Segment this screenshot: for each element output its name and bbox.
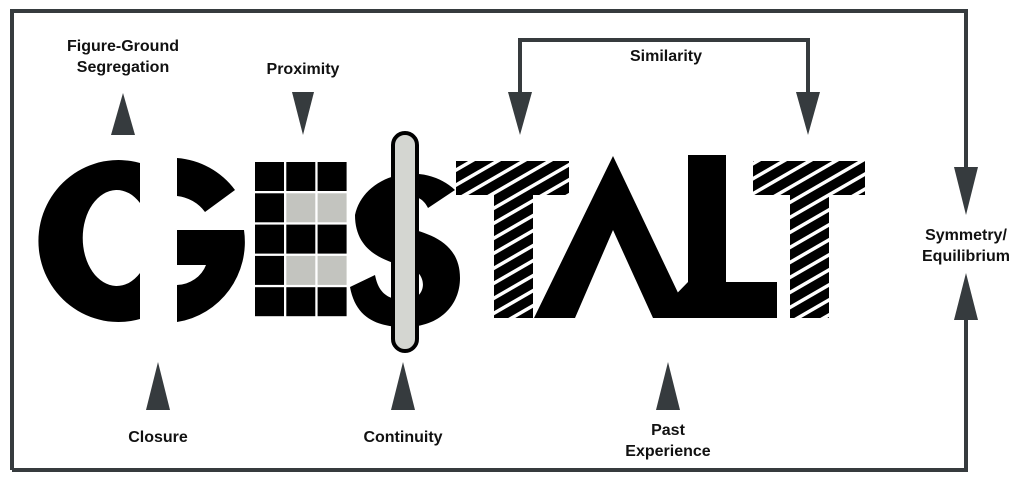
letter-t-hatched-2 bbox=[753, 161, 865, 318]
similarity-bracket bbox=[518, 38, 810, 95]
letter-l bbox=[653, 155, 777, 318]
letter-a-lambda bbox=[534, 156, 690, 318]
grid-cell-gray bbox=[286, 255, 316, 285]
continuity-arrow-icon bbox=[391, 362, 415, 410]
label-symmetry-line1: Symmetry/ bbox=[925, 227, 1007, 244]
continuity-pill bbox=[391, 131, 419, 353]
grid-cell-black bbox=[286, 162, 316, 191]
grid-cell-black bbox=[255, 255, 284, 285]
label-similarity: Similarity bbox=[630, 48, 702, 65]
grid-cell-black bbox=[255, 193, 284, 223]
letter-e-grid bbox=[255, 162, 347, 317]
letter-g bbox=[38, 158, 245, 323]
grid-cell-black bbox=[255, 287, 284, 317]
grid-cell-black bbox=[317, 162, 347, 191]
grid-cell-black bbox=[255, 162, 284, 191]
symmetry-down-arrow-icon bbox=[954, 167, 978, 215]
grid-cell-gray bbox=[286, 193, 316, 223]
label-proximity: Proximity bbox=[267, 61, 340, 78]
grid-cell-black bbox=[286, 287, 316, 317]
grid-cell-black bbox=[286, 224, 316, 254]
similarity-right-arrow-icon bbox=[796, 92, 820, 135]
closure-arrow-icon bbox=[146, 362, 170, 410]
label-past-experience-line1: Past bbox=[651, 422, 685, 439]
figure-ground-arrow-icon bbox=[111, 93, 135, 135]
past-experience-arrow-icon bbox=[656, 362, 680, 410]
label-past-experience-line2: Experience bbox=[625, 443, 710, 460]
label-figure-ground-line1: Figure-Ground bbox=[67, 38, 179, 55]
grid-cell-gray bbox=[317, 193, 347, 223]
label-continuity: Continuity bbox=[363, 429, 442, 446]
label-closure: Closure bbox=[128, 429, 188, 446]
letter-s-dollar bbox=[350, 131, 460, 353]
grid-cell-gray bbox=[317, 255, 347, 285]
grid-cell-black bbox=[255, 224, 284, 254]
similarity-left-arrow-icon bbox=[508, 92, 532, 135]
label-figure-ground-line2: Segregation bbox=[77, 59, 169, 76]
label-symmetry-line2: Equilibrium bbox=[922, 248, 1010, 265]
frame-line bbox=[10, 9, 968, 472]
proximity-arrow-icon bbox=[292, 92, 314, 135]
symmetry-up-arrow-icon bbox=[954, 273, 978, 320]
letter-t-hatched-1 bbox=[456, 161, 569, 318]
grid-cell-black bbox=[317, 224, 347, 254]
grid-cell-black bbox=[317, 287, 347, 317]
